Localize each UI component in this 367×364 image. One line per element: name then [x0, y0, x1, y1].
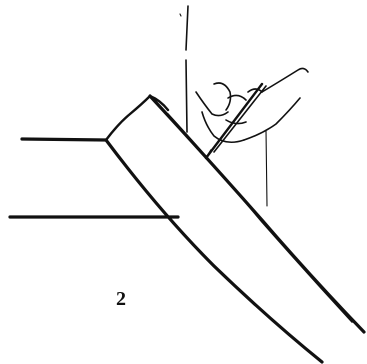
step-number-label: 2	[116, 288, 126, 310]
diagonal-board	[106, 96, 364, 362]
vertical-reference-tick	[180, 14, 181, 16]
upper-horizontal-line	[22, 139, 106, 140]
right-vertical-guide	[266, 130, 267, 206]
hand-with-tool	[196, 68, 308, 158]
vertical-reference-line	[186, 6, 188, 132]
